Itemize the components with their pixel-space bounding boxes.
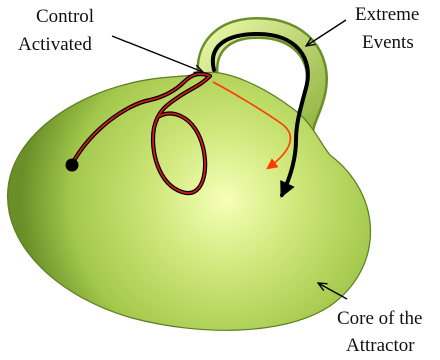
extreme-label-line2: Events xyxy=(362,32,414,53)
control-label-line2: Activated xyxy=(18,34,92,55)
trajectory-start-dot xyxy=(66,159,79,172)
control-pointer-arrow xyxy=(112,36,203,72)
core-label-line1: Core of the xyxy=(337,308,422,329)
extreme-label-line1: Extreme xyxy=(355,4,419,25)
extreme-pointer-arrow xyxy=(306,20,346,46)
control-label-line1: Control xyxy=(36,6,94,27)
core-label-line2: Attractor xyxy=(346,335,415,356)
